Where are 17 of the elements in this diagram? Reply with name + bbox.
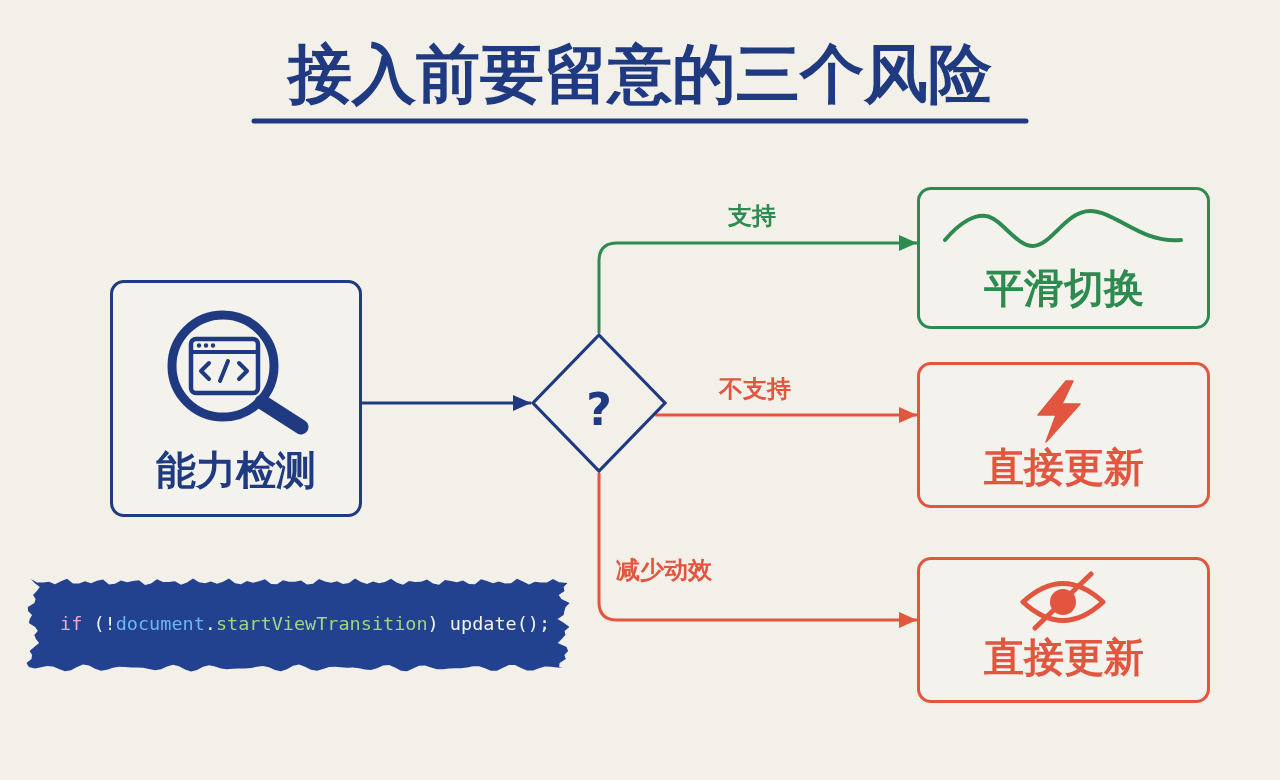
result-label: 平滑切换 xyxy=(983,268,1144,308)
step-box xyxy=(110,280,362,517)
edge-label: 减少动效 xyxy=(613,557,715,583)
result-label: 直接更新 xyxy=(983,637,1144,677)
result-label: 直接更新 xyxy=(983,447,1144,487)
result-box xyxy=(917,187,1210,329)
step-label: 能力检测 xyxy=(156,450,316,490)
arrow xyxy=(597,473,917,628)
arrow xyxy=(362,395,531,411)
edge-label: 支持 xyxy=(725,203,779,229)
result-box xyxy=(917,362,1210,508)
edge-label: 不支持 xyxy=(716,376,794,402)
result-box xyxy=(917,557,1210,703)
title: 接入前要留意的三个风险 xyxy=(288,42,992,106)
decision-diamond: ? xyxy=(531,333,667,473)
arrow xyxy=(655,407,917,423)
arrow xyxy=(597,235,917,333)
